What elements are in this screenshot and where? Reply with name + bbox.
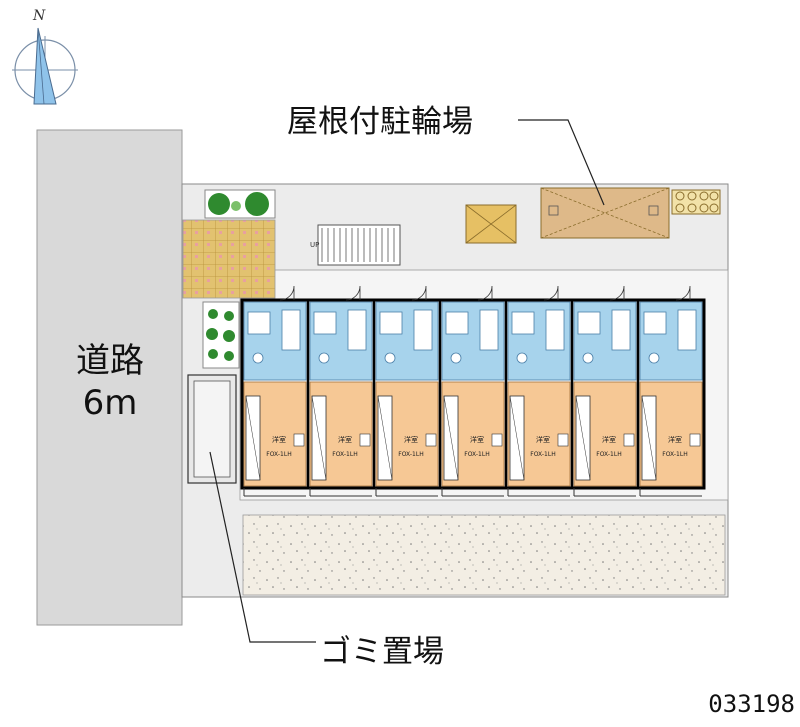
garbage-area [187, 374, 237, 484]
closet-line [377, 395, 393, 481]
closet-line [509, 395, 525, 481]
apartment-unit: 洋室 FOX-1LH [372, 285, 439, 497]
closet-line [575, 395, 591, 481]
tiled-area [182, 219, 276, 299]
bathtub [247, 311, 271, 335]
building-outline [240, 298, 706, 490]
room-type-label: 洋室 [536, 435, 550, 444]
compass-rose-icon [12, 27, 78, 105]
callout-line-garbage [209, 451, 316, 643]
bathtub [379, 311, 403, 335]
door-swing [609, 285, 625, 301]
closet-line [311, 395, 327, 481]
compass-north-label: N [32, 8, 46, 24]
storage-mark [557, 433, 569, 447]
room-type-label: 洋室 [338, 435, 352, 444]
toilet [516, 352, 528, 364]
bathtub [445, 311, 469, 335]
closet-line [245, 395, 261, 481]
floor-plan-label: FOX-1LH [464, 451, 489, 458]
bathtub [643, 311, 667, 335]
toilet [648, 352, 660, 364]
kitchen-counter [677, 309, 697, 351]
door-swing [477, 285, 493, 301]
kitchen-counter [545, 309, 565, 351]
planter-side [202, 301, 240, 369]
storage-mark [623, 433, 635, 447]
toilet [450, 352, 462, 364]
toilet [252, 352, 264, 364]
apartment-unit: 洋室 FOX-1LH [636, 285, 703, 497]
callout-roofed-bicycle-parking: 屋根付駐輪場 [287, 104, 473, 140]
room-type-label: 洋室 [602, 435, 616, 444]
kitchen-counter [413, 309, 433, 351]
room-type-label: 洋室 [470, 435, 484, 444]
apartment-unit: 洋室 FOX-1LH [438, 285, 505, 497]
roofed-bicycle-parking [540, 187, 670, 239]
kitchen-counter [281, 309, 301, 351]
closet-line [443, 395, 459, 481]
floor-plan-label: FOX-1LH [332, 451, 357, 458]
floor-plan-label: FOX-1LH [662, 451, 687, 458]
door-swing [279, 285, 295, 301]
kitchen-counter [611, 309, 631, 351]
storage-mark [359, 433, 371, 447]
floor-plan-label: FOX-1LH [530, 451, 555, 458]
apartment-unit: 洋室 FOX-1LH [570, 285, 637, 497]
door-swing [675, 285, 691, 301]
bathtub [313, 311, 337, 335]
road [36, 129, 183, 626]
apartment-building: 洋室 FOX-1LH 洋室 FOX-1LH 洋室 FOX-1LH 洋室 FOX-1LH 洋室 FO… [240, 285, 706, 497]
callout-line-bicycle-parking [518, 119, 605, 206]
toilet [384, 352, 396, 364]
toilet [318, 352, 330, 364]
storage-mark [293, 433, 305, 447]
room-type-label: 洋室 [668, 435, 682, 444]
floor-plan-label: FOX-1LH [266, 451, 291, 458]
room-type-label: 洋室 [272, 435, 286, 444]
floor-plan-label: FOX-1LH [398, 451, 423, 458]
storage-mark [491, 433, 503, 447]
planter-top [204, 189, 276, 219]
toilet [582, 352, 594, 364]
floor-plan-label: FOX-1LH [596, 451, 621, 458]
door-swing [345, 285, 361, 301]
kitchen-counter [479, 309, 499, 351]
closet-line [641, 395, 657, 481]
bathtub [511, 311, 535, 335]
property-id: 033198 [708, 690, 795, 718]
storage-mark [425, 433, 437, 447]
door-swing [411, 285, 427, 301]
kitchen-counter [347, 309, 367, 351]
apartment-unit: 洋室 FOX-1LH [306, 285, 373, 497]
apartment-unit: 洋室 FOX-1LH [504, 285, 571, 497]
road-name: 道路 [76, 341, 144, 381]
apartment-unit: 洋室 FOX-1LH [243, 285, 307, 497]
storage-box [465, 204, 517, 244]
storage-mark [689, 433, 701, 447]
stairs [317, 224, 401, 266]
door-swing [543, 285, 559, 301]
bicycle-rack [671, 189, 721, 215]
callout-garbage-area: ゴミ置場 [320, 634, 444, 670]
road-width: 6m [83, 383, 138, 423]
gravel-area [242, 514, 726, 596]
room-type-label: 洋室 [404, 435, 418, 444]
stair-up-label: UP [310, 241, 319, 249]
bathtub [577, 311, 601, 335]
